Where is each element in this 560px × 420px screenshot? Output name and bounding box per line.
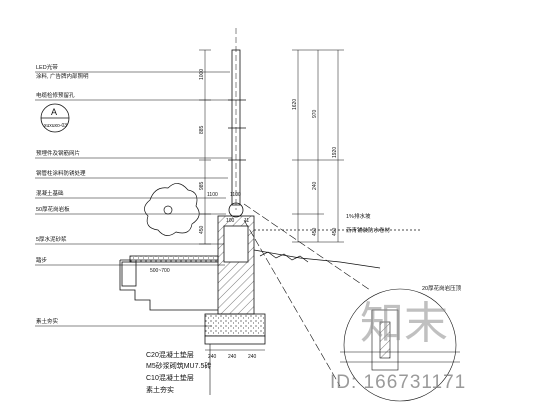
section-letter: A	[51, 107, 57, 117]
note-c20-cushion: C20混凝土垫层	[146, 350, 194, 359]
ground-line	[253, 229, 420, 269]
shrub-icon	[144, 183, 200, 236]
note-waterproof: 沥青铺装防水卷材	[346, 226, 391, 234]
note-mortar: 5厚水泥砂浆	[36, 235, 67, 243]
note-c10-cushion: C10混凝土垫层	[146, 373, 194, 382]
right-notes: 1%排水坡 沥青铺装防水卷材 20厚花岗岩压顶	[346, 212, 462, 292]
note-coating: 涂料, 广告牌内部照明	[36, 72, 89, 80]
dim-texts-mid: 500~700 100 1100 11 240 240 240	[150, 192, 265, 360]
dim-left-1: 1000	[199, 69, 205, 80]
dim-texts-right: 1620 970 1920 240 450 450	[292, 99, 338, 236]
section-symbol: A xuxuxo-03	[40, 103, 70, 133]
note-concrete-base: 混凝土基础	[36, 189, 64, 197]
dim-texts-left: 1000 885 985 1100 450	[199, 69, 218, 234]
dim-left-4: 1100	[207, 192, 218, 198]
dim-step-width: 500~700	[150, 268, 170, 274]
steps	[119, 255, 219, 311]
leader-lines	[35, 71, 232, 327]
dim-left-3: 985	[199, 181, 205, 190]
detail-callout	[243, 203, 460, 402]
note-led-strip: LED光带	[36, 63, 58, 71]
dim-right-2: 970	[312, 109, 318, 118]
left-notes: LED光带 涂料, 广告牌内部照明 电缆检修预留孔 预埋件及钢筋网片 钢管柱涂料…	[36, 63, 89, 325]
note-soil-bottom: 素土夯实	[146, 385, 174, 394]
dim-mid-3: 11	[244, 218, 249, 224]
section-ref: xuxuxo-03	[44, 123, 67, 129]
dim-right-4: 240	[312, 181, 318, 190]
note-granite: 50厚花岗岩板	[36, 205, 70, 213]
note-drain-slope: 1%排水坡	[346, 212, 371, 220]
watermark: 知末 ID: 166731171	[330, 298, 466, 393]
note-granite-cap: 20厚花岗岩压顶	[422, 284, 462, 292]
watermark-id: ID: 166731171	[330, 372, 466, 393]
note-embedded-parts: 预埋件及钢筋网片	[36, 149, 80, 157]
dim-bottom-3: 240	[248, 354, 257, 360]
note-brick: M5砂浆砌筑MU7.5砖	[146, 361, 211, 370]
dim-bottom-1: 240	[208, 354, 217, 360]
dimension-lines-right	[292, 49, 344, 243]
dim-left-5: 450	[199, 225, 205, 234]
dim-right-6: 450	[332, 227, 338, 236]
dim-right-1: 1620	[292, 99, 298, 110]
dimension-lines-left	[199, 49, 211, 245]
post-column	[228, 28, 246, 218]
dim-mid-1: 100	[226, 218, 235, 224]
note-cable-hole: 电缆检修预留孔	[36, 91, 75, 99]
note-steps: 踏步	[36, 256, 48, 264]
dim-right-5: 450	[312, 227, 318, 236]
dim-right-3: 1920	[332, 147, 338, 158]
dim-left-2: 885	[199, 125, 205, 134]
watermark-brand: 知末	[360, 298, 448, 349]
note-steel-post: 钢管柱涂料防锈处理	[36, 169, 86, 177]
bottom-notes: C20混凝土垫层 M5砂浆砌筑MU7.5砖 C10混凝土垫层 素土夯实	[146, 344, 211, 395]
dim-bottom-2: 240	[228, 354, 237, 360]
note-soil: 素土夯实	[36, 317, 59, 325]
concrete-foundation	[204, 215, 266, 345]
dim-mid-2: 1100	[230, 192, 241, 198]
